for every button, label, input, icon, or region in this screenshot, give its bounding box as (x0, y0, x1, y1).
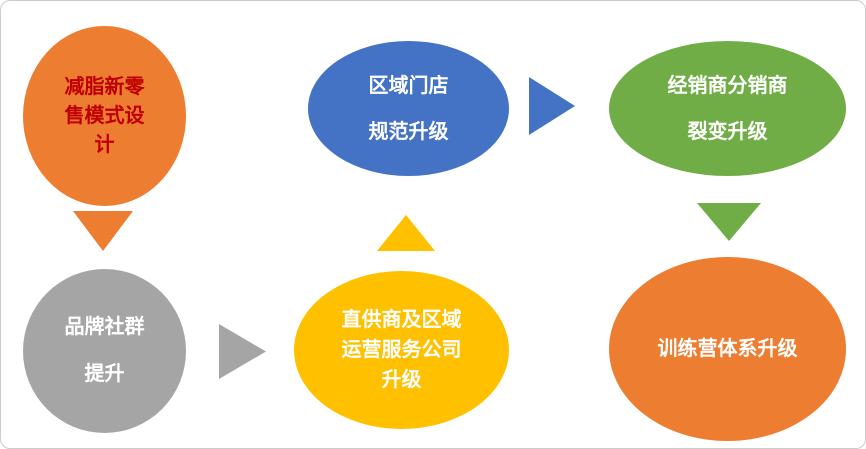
arrow-right-icon (219, 324, 266, 379)
arrow-right-icon (529, 77, 575, 135)
node-brand-community-improvement: 品牌社群 提升 (23, 269, 186, 433)
node-dealer-distributor-fission-upgrade: 经销商分销商 裂变升级 (609, 41, 846, 176)
node-regional-store-standard-upgrade: 区域门店 规范升级 (308, 41, 509, 176)
arrow-down-icon (73, 211, 133, 251)
node-direct-supplier-regional-operation-service-company-upgrade: 直供商及区域 运营服务公司 升级 (294, 271, 509, 429)
node-training-camp-system-upgrade: 训练营体系升级 (609, 257, 846, 441)
node-fat-loss-new-retail-model-design: 减脂新零 售模式设 计 (23, 26, 186, 206)
arrow-up-icon (377, 215, 435, 251)
arrow-down-icon (697, 203, 761, 241)
